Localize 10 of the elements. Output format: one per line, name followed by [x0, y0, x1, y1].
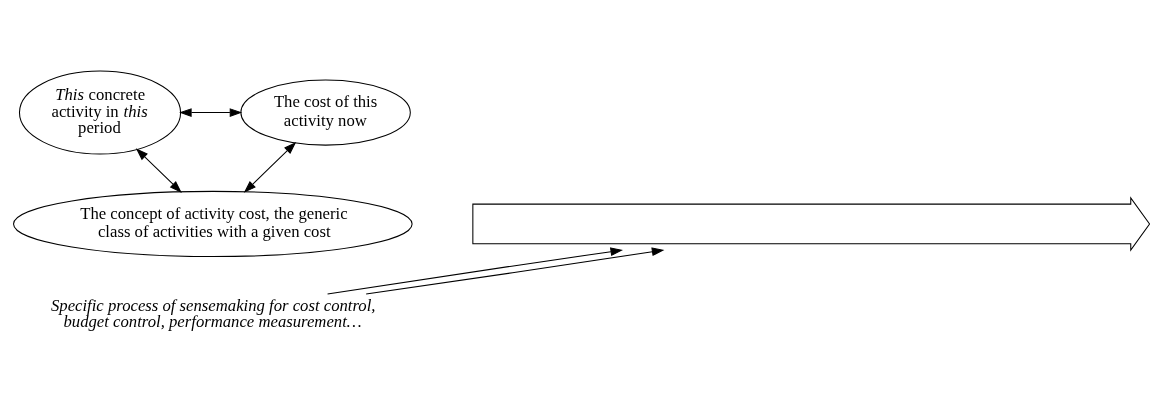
arrow [365, 247, 665, 295]
node-arrow [472, 196, 1151, 252]
node-ellipse: The cost of this activity now [240, 79, 411, 146]
node-ellipse: This concrete activity in this period [18, 70, 182, 155]
node-text: Specific process of sensemaking for cost control, budget control, performance measurement… [50, 295, 376, 332]
arrow [327, 247, 623, 295]
node-ellipse: The concept of activity cost, the generic class of activities with a given cost [13, 190, 413, 258]
arrow [243, 142, 297, 193]
arrow [179, 108, 243, 117]
arrow [135, 148, 182, 193]
